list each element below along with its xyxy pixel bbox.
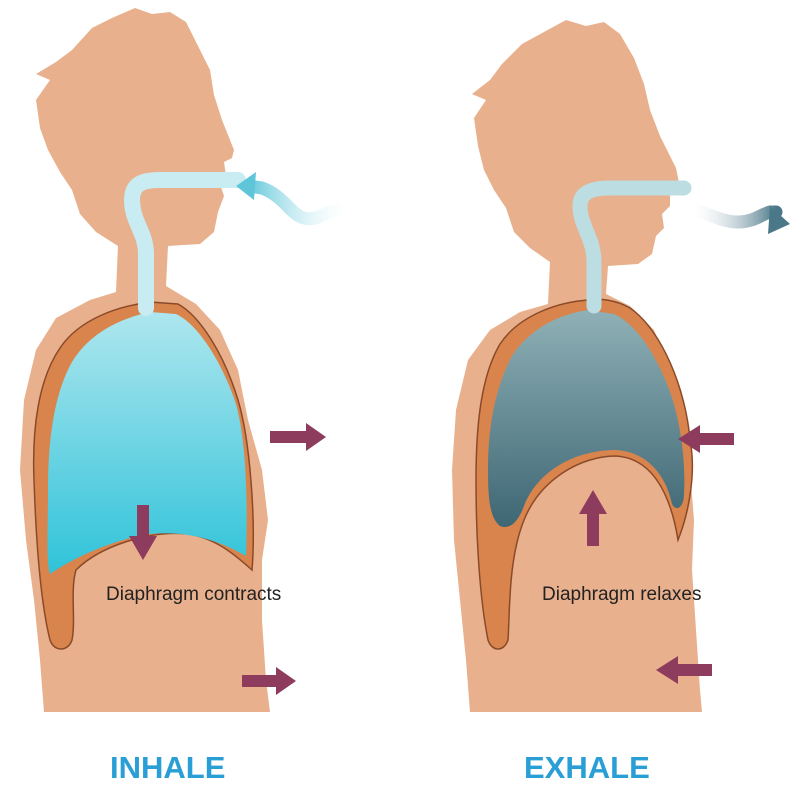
exhale-title: EXHALE: [524, 750, 650, 785]
chest-expand-arrow: [270, 423, 326, 451]
inhale-caption: Diaphragm contracts: [106, 584, 281, 605]
exhale-panel: Diaphragm relaxes EXHALE: [452, 20, 790, 785]
inhale-title: INHALE: [110, 750, 225, 785]
inhale-air-stream: [248, 186, 346, 219]
inhale-panel: Diaphragm contracts INHALE: [20, 8, 346, 785]
exhale-air-stream: [694, 210, 776, 222]
exhale-caption: Diaphragm relaxes: [542, 584, 701, 605]
